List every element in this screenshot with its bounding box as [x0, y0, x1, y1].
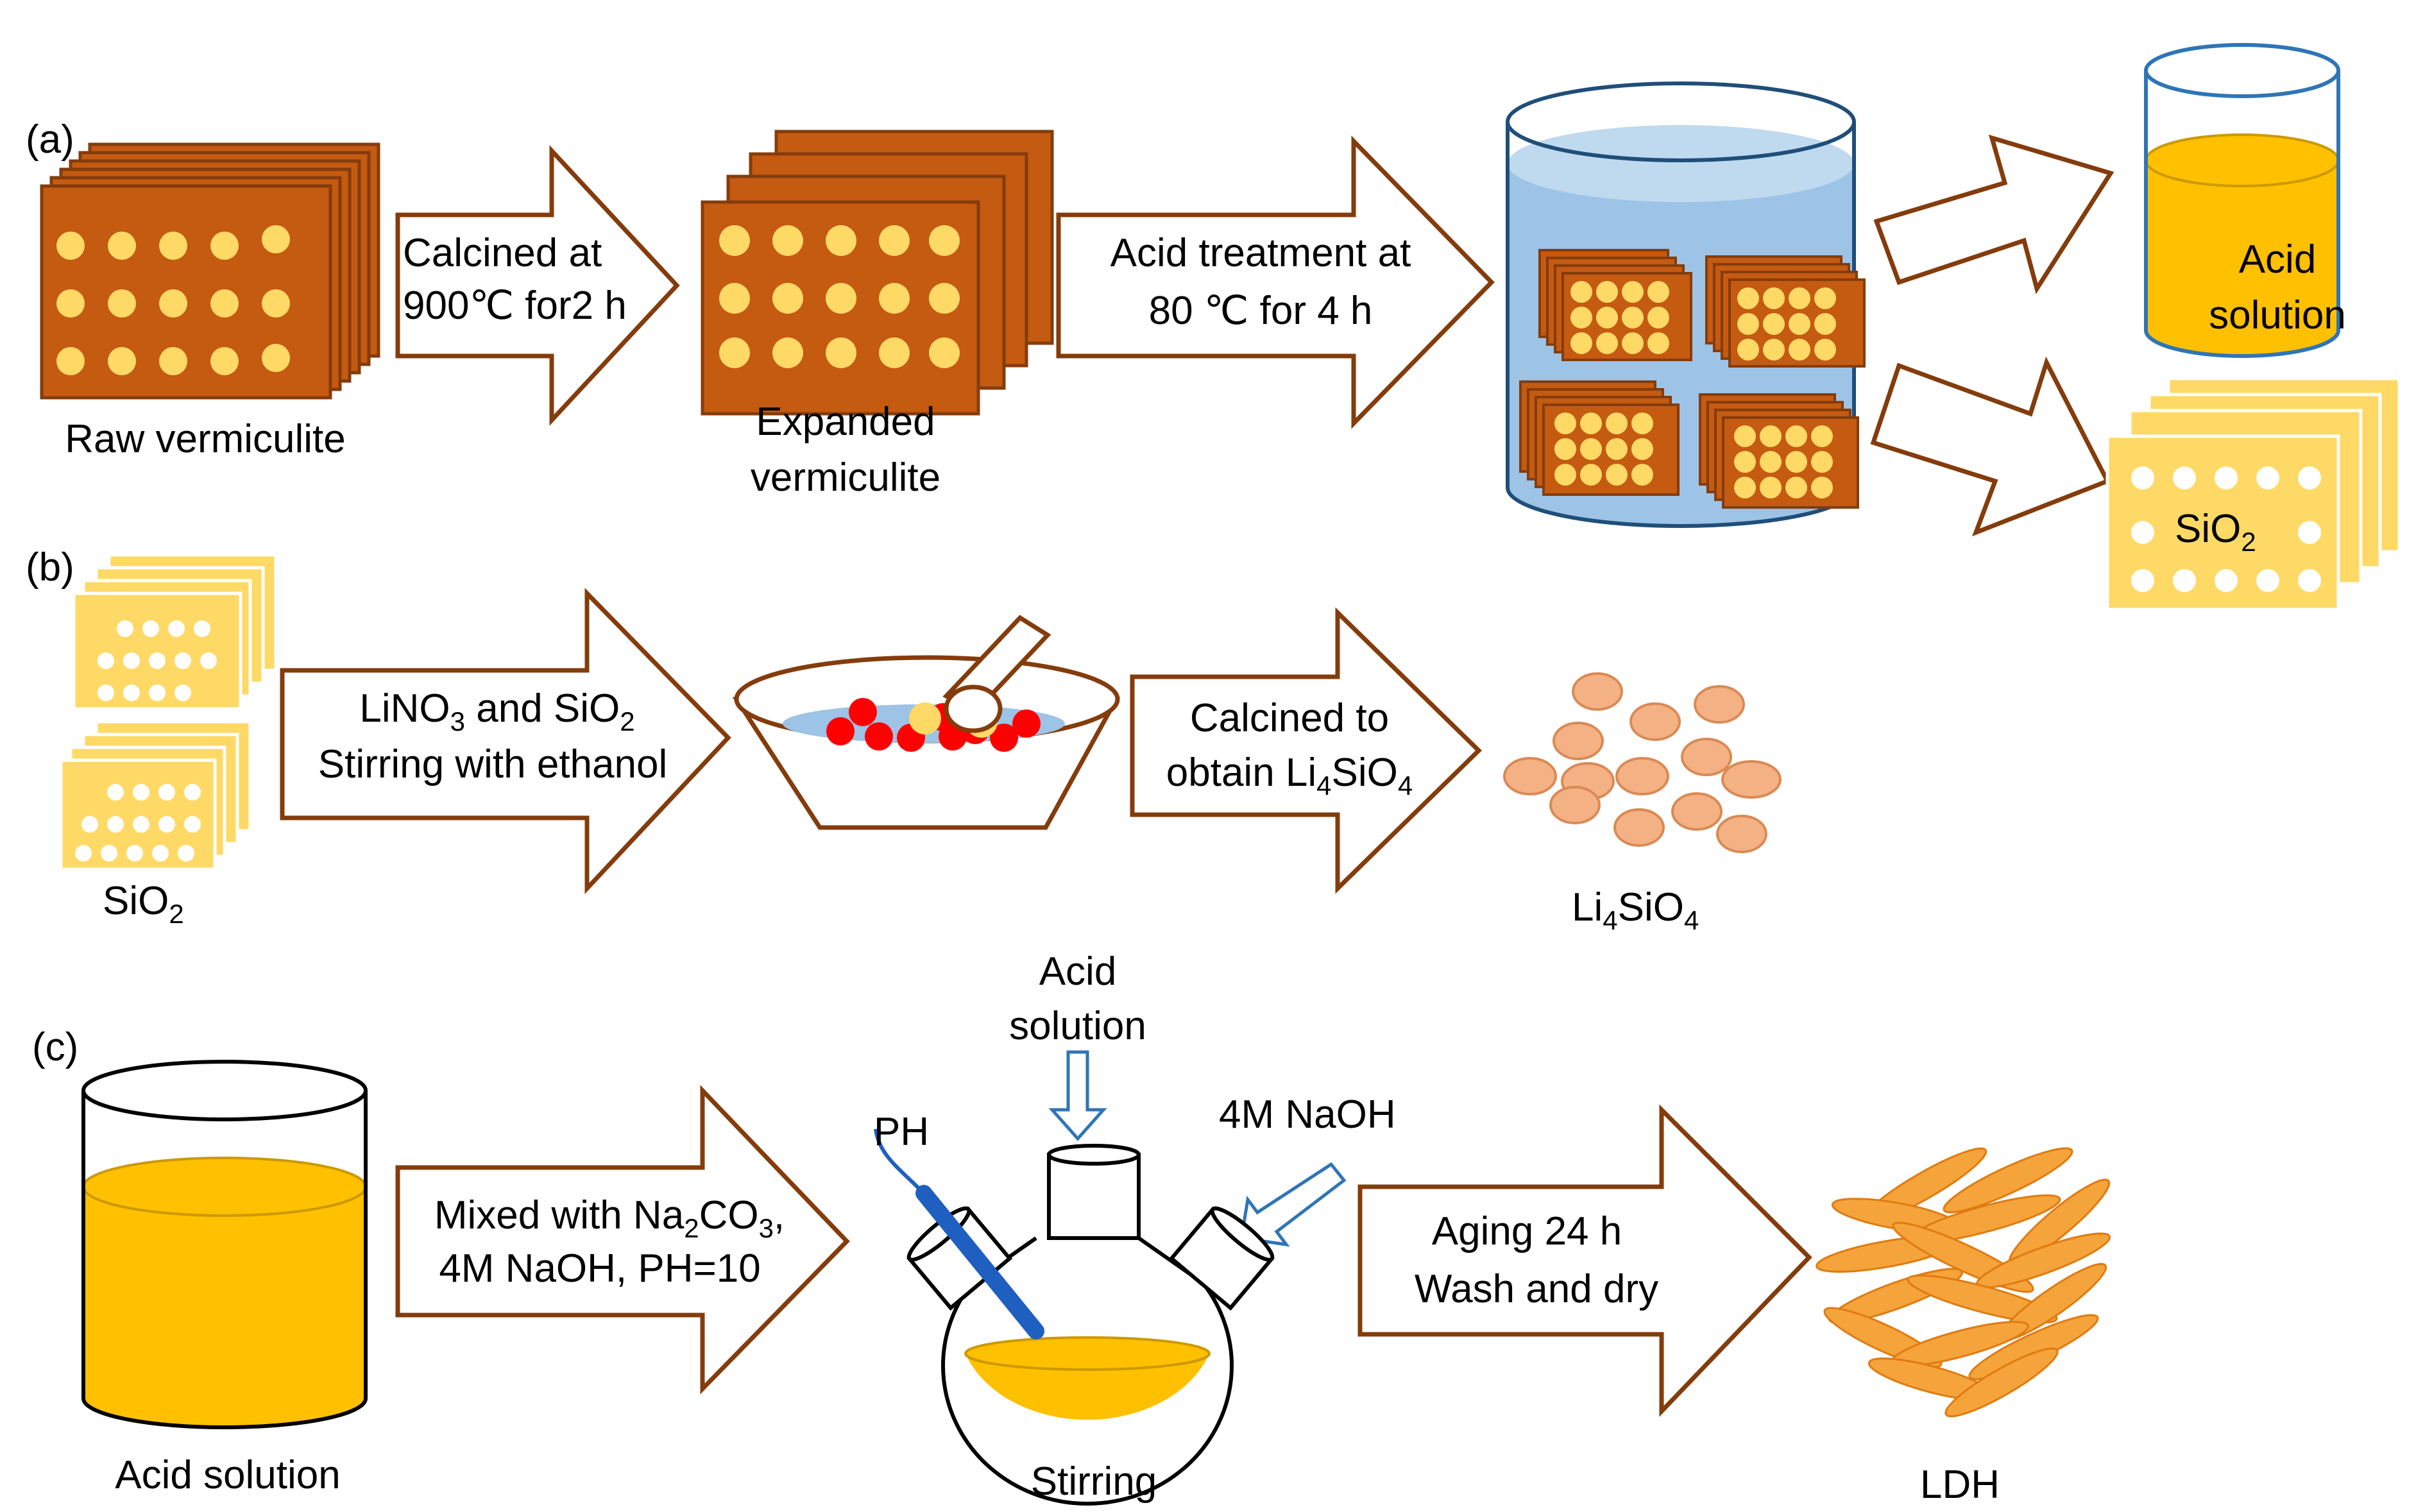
ldh-label: LDH	[1920, 1463, 2000, 1507]
li4sio4-label: Li4SiO4	[1572, 885, 1699, 935]
silica-sheets-a	[2105, 377, 2401, 611]
arrow-calcination	[395, 145, 680, 426]
arrow-mixing-text-1: LiNO3 and SiO2	[359, 686, 634, 736]
panel-b-tag: (b)	[26, 545, 74, 590]
arrow-calcination-b-text-1: Calcined to	[1190, 696, 1389, 740]
acid-solution-label-1: Acid	[2239, 237, 2317, 282]
panel-a-tag: (a)	[26, 117, 74, 162]
arrow-calcination-b-text-2: obtain Li4SiO4	[1166, 751, 1413, 801]
acid-solution-beaker-c	[81, 1060, 368, 1429]
li4sio4-particles	[1503, 672, 1782, 853]
panel-c-tag: (c)	[32, 1025, 78, 1069]
expanded-vermiculite-label-2: vermiculite	[751, 455, 940, 500]
arrow-aging	[1357, 1104, 1812, 1417]
arrow-calcination-text-2: 900℃ for2 h	[403, 284, 627, 328]
arrow-precipitation-text-1: Mixed with Na2CO3,	[434, 1193, 785, 1243]
acid-solution-label-2: solution	[2209, 293, 2346, 337]
acid-solution-c-label: Acid solution	[115, 1453, 341, 1497]
raw-vermiculite-label: Raw vermiculite	[65, 417, 346, 461]
arrow-calcination-b	[1130, 607, 1483, 894]
silica-b-label: SiO2	[103, 879, 184, 929]
arrow-to-acid-solution	[1873, 134, 2114, 294]
arrow-mixing-text-2: Stirring with ethanol	[318, 742, 668, 786]
arrow-to-silica	[1870, 356, 2111, 537]
stirring-label: Stirring	[1031, 1459, 1157, 1504]
arrow-aging-text-2: Wash and dry	[1415, 1267, 1658, 1311]
ph-label: PH	[874, 1110, 929, 1154]
naoh-label: 4M NaOH	[1219, 1092, 1396, 1137]
flask-acid-label-2: solution	[1009, 1004, 1146, 1048]
arrow-mixing	[280, 588, 731, 894]
arrow-precipitation	[395, 1085, 850, 1395]
arrow-acid-treatment	[1056, 135, 1495, 429]
acid-treatment-beaker	[1506, 81, 1866, 528]
expanded-vermiculite-label-1: Expanded	[756, 400, 935, 444]
acid-solution-beaker	[2144, 43, 2340, 358]
silica-a-label: SiO2	[2175, 507, 2256, 557]
arrow-acid-treatment-text-1: Acid treatment at	[1110, 231, 1411, 275]
ldh-particles	[1816, 1147, 2111, 1418]
mortar-and-pestle	[732, 615, 1120, 830]
arrow-aging-text-1: Aging 24 h	[1432, 1209, 1622, 1253]
flask-acid-label-1: Acid	[1039, 949, 1117, 994]
arrow-calcination-text-1: Calcined at	[403, 231, 602, 275]
arrow-precipitation-text-2: 4M NaOH, PH=10	[439, 1246, 760, 1291]
three-neck-flask	[874, 1050, 1347, 1506]
arrow-acid-treatment-text-2: 80 ℃ for 4 h	[1149, 289, 1373, 333]
silica-sheets-b	[59, 553, 278, 871]
raw-vermiculite-stack	[40, 142, 380, 400]
expanded-vermiculite-stack	[701, 130, 1054, 416]
